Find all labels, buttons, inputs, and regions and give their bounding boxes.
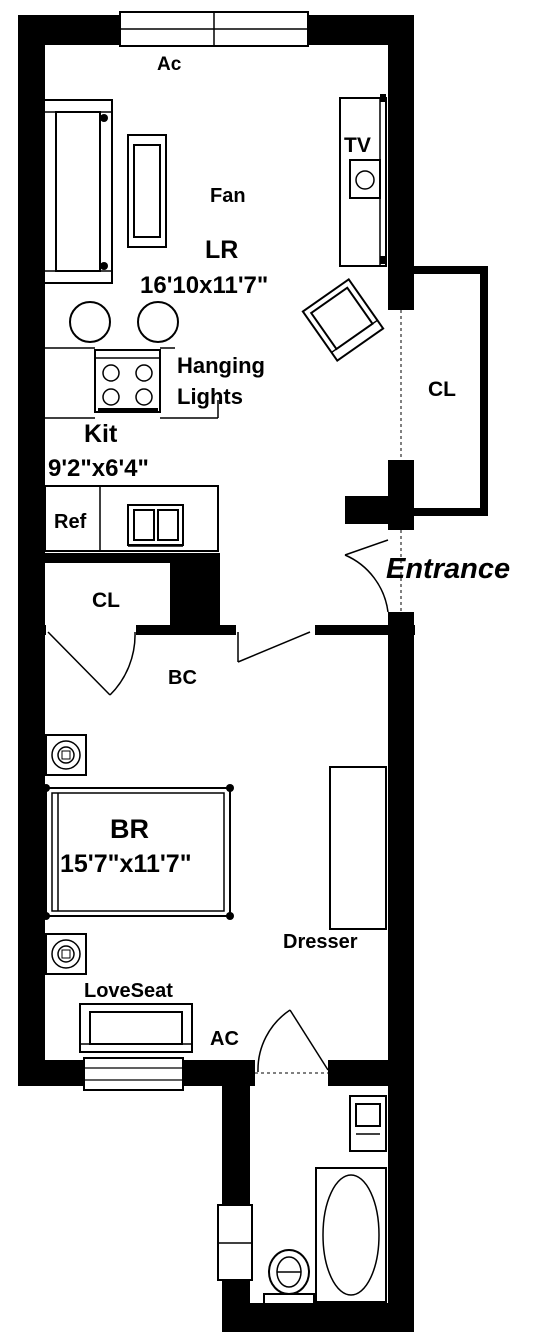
wall-br-bottom-left [18,1060,84,1086]
toilet-icon [263,1249,315,1305]
walls [18,15,488,1332]
label-entrance: Entrance [386,553,510,585]
nightstand-top-icon [45,734,87,776]
label-bedroom-size: 15'7"x11'7" [60,850,192,878]
label-closet-hall: CL [92,589,120,612]
wall-right-lower [388,612,414,1332]
tv-stand-icon [339,94,387,267]
label-living-room: LR [205,236,238,264]
label-living-room-size: 16'10x11'7" [140,272,268,299]
bath-door[interactable] [257,1009,329,1073]
armchair-icon [301,277,385,363]
label-bc: BC [168,667,197,689]
label-ac-top: Ac [157,54,182,75]
wall-left [18,15,45,1085]
label-lights: Lights [177,384,243,409]
stools-icon [69,301,179,343]
wall-br-top-right [315,625,415,635]
label-bedroom: BR [110,814,149,844]
closet-door-left[interactable] [47,631,136,696]
bath-window [217,1204,253,1281]
bathtub-icon [315,1167,387,1303]
closet-door-right[interactable] [237,631,311,663]
label-kitchen-size: 9'2"x6'4" [48,455,149,482]
closet-wall-top [388,266,488,274]
closet-wall-bottom [408,508,488,516]
bottom-window [83,1057,184,1091]
bath-sink-icon [349,1095,387,1152]
label-loveseat: LoveSeat [84,980,173,1002]
wall-hall-divider [45,553,220,563]
kitchen-counter [45,347,219,419]
wall-bath-bottom [222,1303,414,1332]
label-hanging: Hanging [177,353,265,378]
wall-br-bottom-right [328,1060,414,1086]
stove-icon [94,349,161,413]
loveseat-icon [79,1003,193,1053]
wall-right-upper [388,15,414,310]
nightstand-bottom-icon [45,933,87,975]
label-ac-bedroom: AC [210,1028,239,1050]
label-fan: Fan [210,185,246,207]
bed-icon [42,784,234,920]
label-ref: Ref [54,511,87,533]
coffee-table-icon [127,134,167,248]
label-dresser: Dresser [283,931,358,953]
wall-br-top-mid [136,625,236,635]
closet-wall-right [480,266,488,516]
wall-hall-block [170,553,220,633]
sofa-icon [43,99,113,284]
wall-bath-left [222,1060,250,1332]
wall-pillar-jog [345,496,390,524]
label-kitchen: Kit [84,420,118,448]
wall-pillar-upper [388,460,414,530]
label-tv: TV [344,134,371,157]
top-window [119,11,309,47]
wall-br-top-left [18,625,46,635]
label-closet-entry: CL [428,378,456,401]
dresser-icon [329,766,387,930]
sink-icon [127,504,184,547]
entrance-door[interactable] [344,539,389,613]
